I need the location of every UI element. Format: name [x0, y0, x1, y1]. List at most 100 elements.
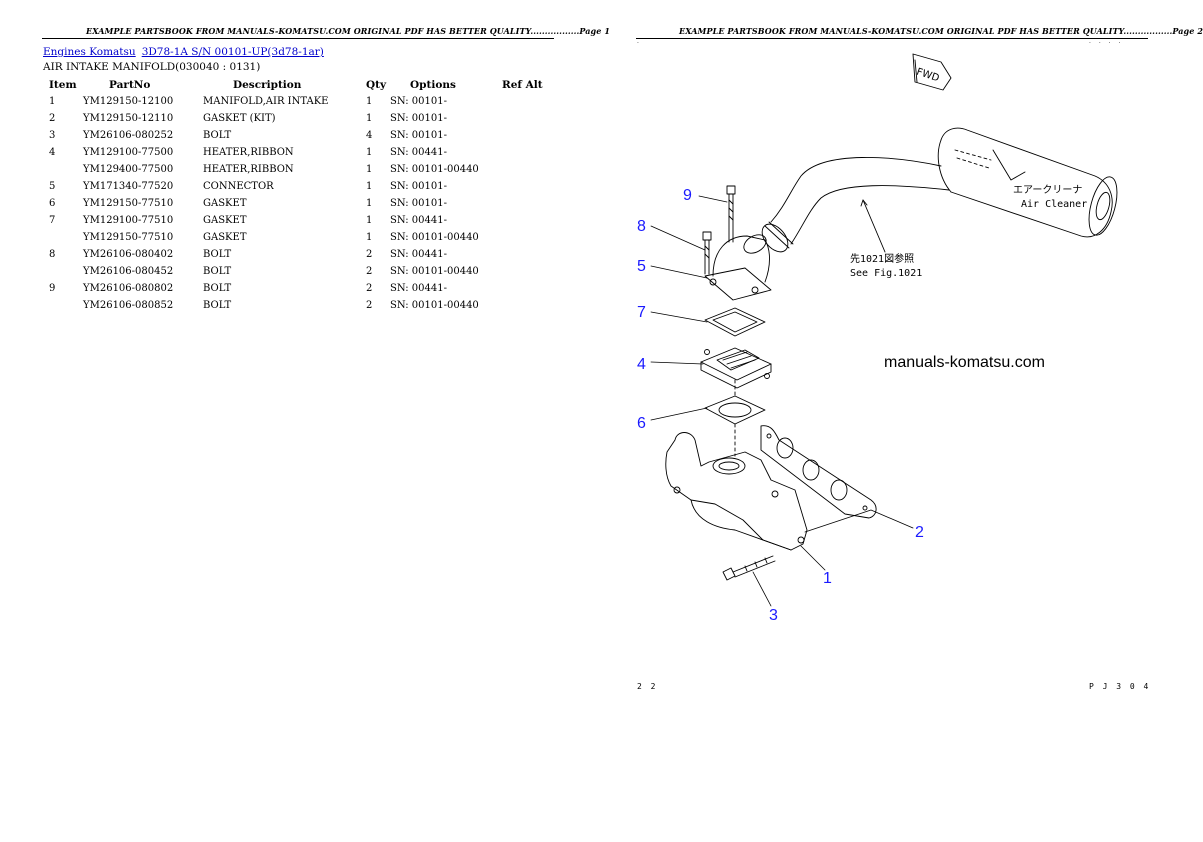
cell-options: SN: 00101- — [390, 113, 447, 124]
cell-partno: YM129100-77500 — [83, 147, 174, 158]
air-cleaner-drawing: エアークリーナ Air Cleaner — [937, 127, 1118, 238]
callout-8: 8 — [637, 218, 646, 235]
cell-partno: YM26106-080452 — [83, 266, 174, 277]
parts-table: Item PartNo Description Qty Options Ref … — [43, 76, 552, 314]
cell-partno: YM26106-080402 — [83, 249, 174, 260]
cell-qty: 4 — [366, 130, 373, 141]
cell-qty: 1 — [366, 164, 373, 175]
cell-qty: 2 — [366, 300, 373, 311]
cell-item — [43, 297, 83, 314]
header-qty: Qty — [366, 78, 387, 91]
header-divider — [636, 38, 1148, 39]
cell-options: SN: 00441- — [390, 215, 447, 226]
cell-partno: YM129150-77510 — [83, 198, 174, 209]
cell-description: HEATER,RIBBON — [203, 164, 294, 175]
callout-numbers: 9 8 5 7 4 6 2 1 3 — [637, 187, 924, 624]
cell-ref-alt — [502, 280, 552, 297]
cell-qty: 1 — [366, 232, 373, 243]
cell-description: GASKET — [203, 232, 247, 243]
cell-options: SN: 00441- — [390, 147, 447, 158]
cell-description: GASKET (KIT) — [203, 113, 276, 124]
parts-table-header: Item PartNo Description Qty Options Ref … — [43, 76, 552, 93]
cell-options: SN: 00441- — [390, 249, 447, 260]
see-fig-jp-label: 先1021図参照 — [850, 252, 914, 265]
cell-ref-alt — [502, 297, 552, 314]
table-row: 8 YM26106-080402 BOLT 2 SN: 00441- — [43, 246, 552, 263]
cell-ref-alt — [502, 263, 552, 280]
air-cleaner-jp-label: エアークリーナ — [1013, 184, 1082, 196]
see-fig-callout: 先1021図参照 See Fig.1021 — [850, 199, 922, 279]
cell-description: BOLT — [203, 249, 232, 260]
cell-ref-alt — [502, 93, 552, 110]
cell-description: BOLT — [203, 130, 232, 141]
cell-partno: YM129150-12110 — [83, 113, 174, 124]
cell-partno: YM26106-080252 — [83, 130, 174, 141]
cell-item: 8 — [49, 249, 56, 260]
cell-item: 5 — [49, 181, 56, 192]
callout-9: 9 — [683, 187, 692, 204]
cell-options: SN: 00101- — [390, 130, 447, 141]
watermark-text: manuals-komatsu.com — [884, 354, 1045, 371]
cell-ref-alt — [502, 110, 552, 127]
cell-ref-alt — [502, 195, 552, 212]
fwd-label: FWD — [915, 67, 941, 85]
cell-options: SN: 00101- — [390, 198, 447, 209]
cell-ref-alt — [502, 144, 552, 161]
catalog-page-1: EXAMPLE PARTSBOOK FROM MANUALS-KOMATSU.C… — [0, 0, 610, 842]
header-options: Options — [410, 78, 456, 91]
cell-ref-alt — [502, 212, 552, 229]
cell-qty: 1 — [366, 198, 373, 209]
header-item: Item — [49, 78, 77, 91]
cell-qty: 1 — [366, 113, 373, 124]
callout-1: 1 — [823, 570, 832, 587]
callout-6: 6 — [637, 415, 646, 432]
see-fig-en-label: See Fig.1021 — [850, 268, 922, 279]
cell-ref-alt — [502, 246, 552, 263]
breadcrumb-link-model[interactable]: 3D78-1A S/N 00101-UP(3d78-1ar) — [141, 46, 324, 58]
cell-description: HEATER,RIBBON — [203, 147, 294, 158]
breadcrumb: Engines Komatsu 3D78-1A S/N 00101-UP(3d78… — [43, 46, 324, 58]
cell-partno: YM129400-77500 — [83, 164, 174, 175]
gasket-7-drawing — [704, 307, 766, 337]
page-header: EXAMPLE PARTSBOOK FROM MANUALS-KOMATSU.C… — [679, 26, 1203, 36]
air-cleaner-en-label: Air Cleaner — [1021, 199, 1087, 210]
cell-description: CONNECTOR — [203, 181, 274, 192]
cell-partno: YM26106-080802 — [83, 283, 174, 294]
callout-7: 7 — [637, 304, 646, 321]
cell-ref-alt — [502, 161, 552, 178]
cell-qty: 2 — [366, 283, 373, 294]
cell-description: GASKET — [203, 198, 247, 209]
table-row: YM129400-77500 HEATER,RIBBON 1 SN: 00101-00… — [43, 161, 552, 178]
cell-options: SN: 00101-00440 — [390, 164, 479, 175]
bolt-3-drawing — [722, 555, 776, 581]
cell-options: SN: 00101- — [390, 181, 447, 192]
cell-qty: 2 — [366, 266, 373, 277]
cell-partno: YM129150-12100 — [83, 96, 174, 107]
gasket-2-drawing — [760, 425, 877, 519]
breadcrumb-link-engines[interactable]: Engines Komatsu — [43, 46, 136, 58]
cell-partno: YM171340-77520 — [83, 181, 174, 192]
page-header: EXAMPLE PARTSBOOK FROM MANUALS-KOMATSU.C… — [86, 26, 610, 36]
cell-item: 1 — [49, 96, 56, 107]
cell-qty: 2 — [366, 249, 373, 260]
cell-item — [43, 263, 83, 280]
cell-options: SN: 00101- — [390, 96, 447, 107]
cell-ref-alt — [502, 178, 552, 195]
cell-qty: 1 — [366, 181, 373, 192]
heater-4-drawing — [700, 347, 772, 389]
fwd-arrow-icon: FWD — [912, 53, 952, 91]
callout-4: 4 — [637, 356, 646, 373]
header-divider — [42, 38, 554, 39]
cell-ref-alt — [502, 229, 552, 246]
header-ref-alt: Ref Alt — [502, 78, 543, 91]
header-partno: PartNo — [109, 78, 151, 91]
cell-description: BOLT — [203, 300, 232, 311]
callout-2: 2 — [915, 524, 924, 541]
callout-leader-lines — [650, 195, 914, 607]
